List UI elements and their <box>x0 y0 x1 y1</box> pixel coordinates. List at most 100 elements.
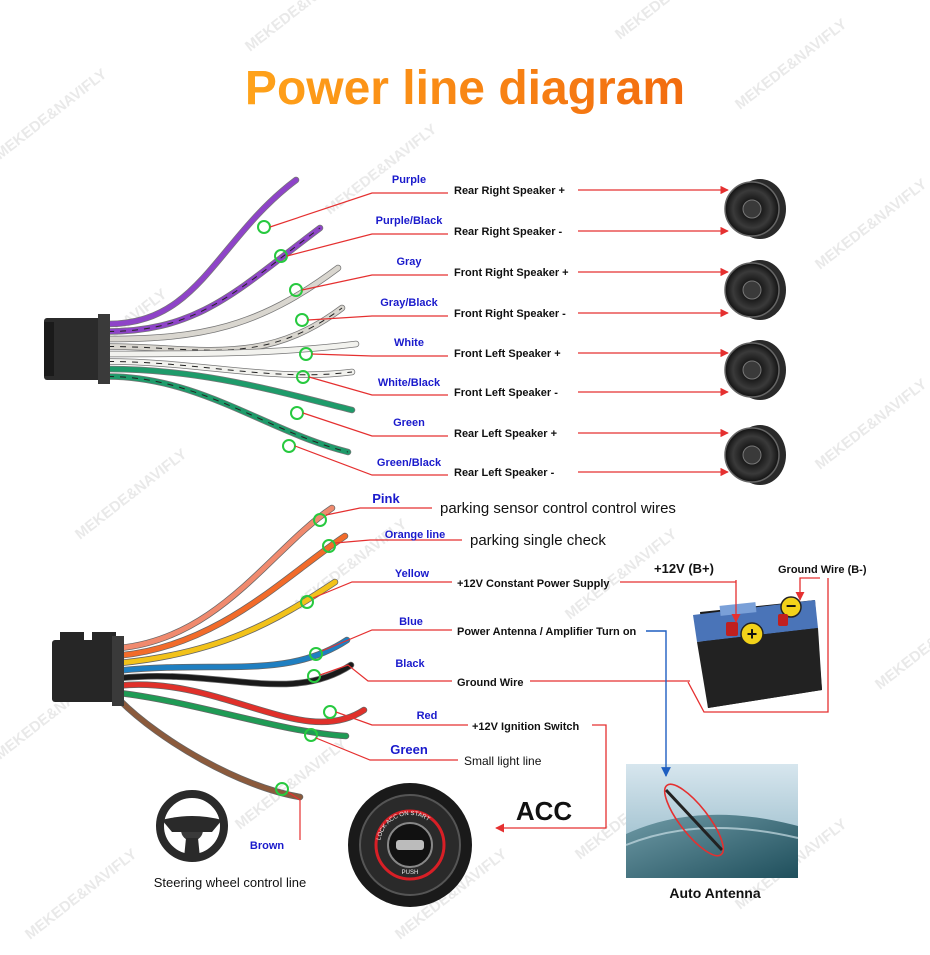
auto-antenna-photo <box>625 764 799 878</box>
marker-ring-icon <box>257 220 271 234</box>
watermark-text: MEKEDE&NAVIFLY <box>0 66 110 164</box>
speaker-dome <box>742 280 762 300</box>
wire-function-label: Rear Left Speaker - <box>454 467 555 479</box>
power-connector <box>52 632 124 706</box>
watermark-text: MEKEDE&NAVIFLY <box>242 0 360 55</box>
wire-lead-line <box>311 353 448 357</box>
battery-positive-icon <box>740 622 764 646</box>
steering-wheel-icon <box>156 790 228 862</box>
power-wire-function-label: parking sensor control control wires <box>440 500 676 517</box>
ignition-switch-photo: LOCK ACC ON START PUSH <box>348 783 472 907</box>
power-wire-5 <box>117 682 367 725</box>
power-wire-function-label: Ground Wire <box>457 677 524 689</box>
wire-color-label: White <box>394 337 424 349</box>
wire-lead-line <box>308 376 448 396</box>
wire-lead-line <box>301 274 448 291</box>
acc-label: ACC <box>516 796 573 826</box>
speaker-icon <box>724 340 786 400</box>
speaker-icon <box>724 425 786 485</box>
power-wire-color-label: Orange line <box>385 529 446 541</box>
power-lead-line <box>287 791 301 840</box>
power-wire-color-label: Black <box>395 658 425 670</box>
watermark-text: MEKEDE&NAVIFLY <box>72 446 190 544</box>
speaker-dome <box>742 445 762 465</box>
marker-ring-icon <box>282 439 296 453</box>
power-wire-outline-0 <box>116 504 336 652</box>
marker-ring-icon <box>323 705 337 719</box>
wire-lead-line <box>294 445 448 476</box>
wire-4 <box>105 341 359 357</box>
battery-negative-arrow <box>795 577 820 601</box>
battery-positive-label: +12V (B+) <box>654 561 714 576</box>
speakers <box>724 179 786 485</box>
power-wire-0 <box>117 505 335 651</box>
power-lead-line <box>335 711 468 726</box>
battery-negative-icon <box>780 596 802 618</box>
power-wire-function-label: parking single check <box>470 532 606 549</box>
watermark-text: MEKEDE&NAVIFLY <box>812 176 930 274</box>
power-lead-line <box>312 581 452 599</box>
power-lead-line <box>334 539 462 544</box>
wire-color-label: White/Black <box>378 377 441 389</box>
marker-ring-icon <box>307 669 321 683</box>
marker-ring-icon <box>275 782 289 796</box>
power-lead-line <box>321 629 452 652</box>
watermark-text: MEKEDE&NAVIFLY <box>812 376 930 474</box>
wire-lead-line <box>286 233 448 257</box>
speaker-dome <box>742 360 762 380</box>
power-lead-line <box>319 664 452 682</box>
speaker-connector <box>44 314 110 384</box>
watermark-text: MEKEDE&NAVIFLY <box>612 0 730 43</box>
speaker-dome <box>742 199 762 219</box>
wire-lead-line <box>269 192 448 228</box>
power-wire-harness <box>116 504 368 801</box>
svg-text:+: + <box>747 624 758 644</box>
power-wire-3 <box>117 637 350 673</box>
power-wire-color-label: Yellow <box>395 568 430 580</box>
speaker-icon <box>724 179 786 239</box>
svg-text:−: − <box>786 596 797 616</box>
wire-lead-line <box>302 412 448 437</box>
wire-color-label: Purple <box>392 174 426 186</box>
page-title: Power line diagram <box>245 62 685 115</box>
wire-color-label: Green <box>393 417 425 429</box>
marker-ring-icon <box>300 595 314 609</box>
wire-function-label: Rear Left Speaker + <box>454 428 557 440</box>
wire-lead-line <box>307 315 448 321</box>
battery-negative-lead <box>687 578 829 713</box>
battery-negative-label: Ground Wire (B-) <box>778 564 867 576</box>
wire-5 <box>105 359 355 378</box>
power-wire-2 <box>117 579 338 666</box>
marker-ring-icon <box>295 313 309 327</box>
wire-color-label: Gray <box>396 256 422 268</box>
antenna-lead <box>646 630 671 777</box>
marker-ring-icon <box>309 647 323 661</box>
wire-function-label: Rear Right Speaker + <box>454 185 565 197</box>
wire-6 <box>105 366 355 413</box>
power-wire-function-label: +12V Ignition Switch <box>472 721 580 733</box>
marker-ring-icon <box>304 728 318 742</box>
power-wire-1 <box>117 533 348 658</box>
auto-antenna-label: Auto Antenna <box>669 885 760 901</box>
acc-lead <box>495 724 607 833</box>
power-wire-color-label: Brown <box>250 840 285 852</box>
speaker-icon <box>724 260 786 320</box>
wire-7 <box>105 374 351 455</box>
wire-color-label: Green/Black <box>377 457 442 469</box>
wire-function-label: Front Right Speaker - <box>454 308 566 320</box>
power-wire-color-label: Green <box>390 742 428 757</box>
wire-function-label: Front Right Speaker + <box>454 267 569 279</box>
wire-stripe-3 <box>107 307 343 351</box>
ignition-push-text: PUSH <box>402 870 419 876</box>
power-wire-color-label: Blue <box>399 616 423 628</box>
power-wire-4 <box>117 662 354 687</box>
speaker-wire-harness <box>104 176 360 456</box>
wire-color-label: Gray/Black <box>380 297 438 309</box>
marker-ring-icon <box>322 539 336 553</box>
wire-color-label: Purple/Black <box>376 215 444 227</box>
power-wire-function-label: +12V Constant Power Supply <box>457 578 610 590</box>
